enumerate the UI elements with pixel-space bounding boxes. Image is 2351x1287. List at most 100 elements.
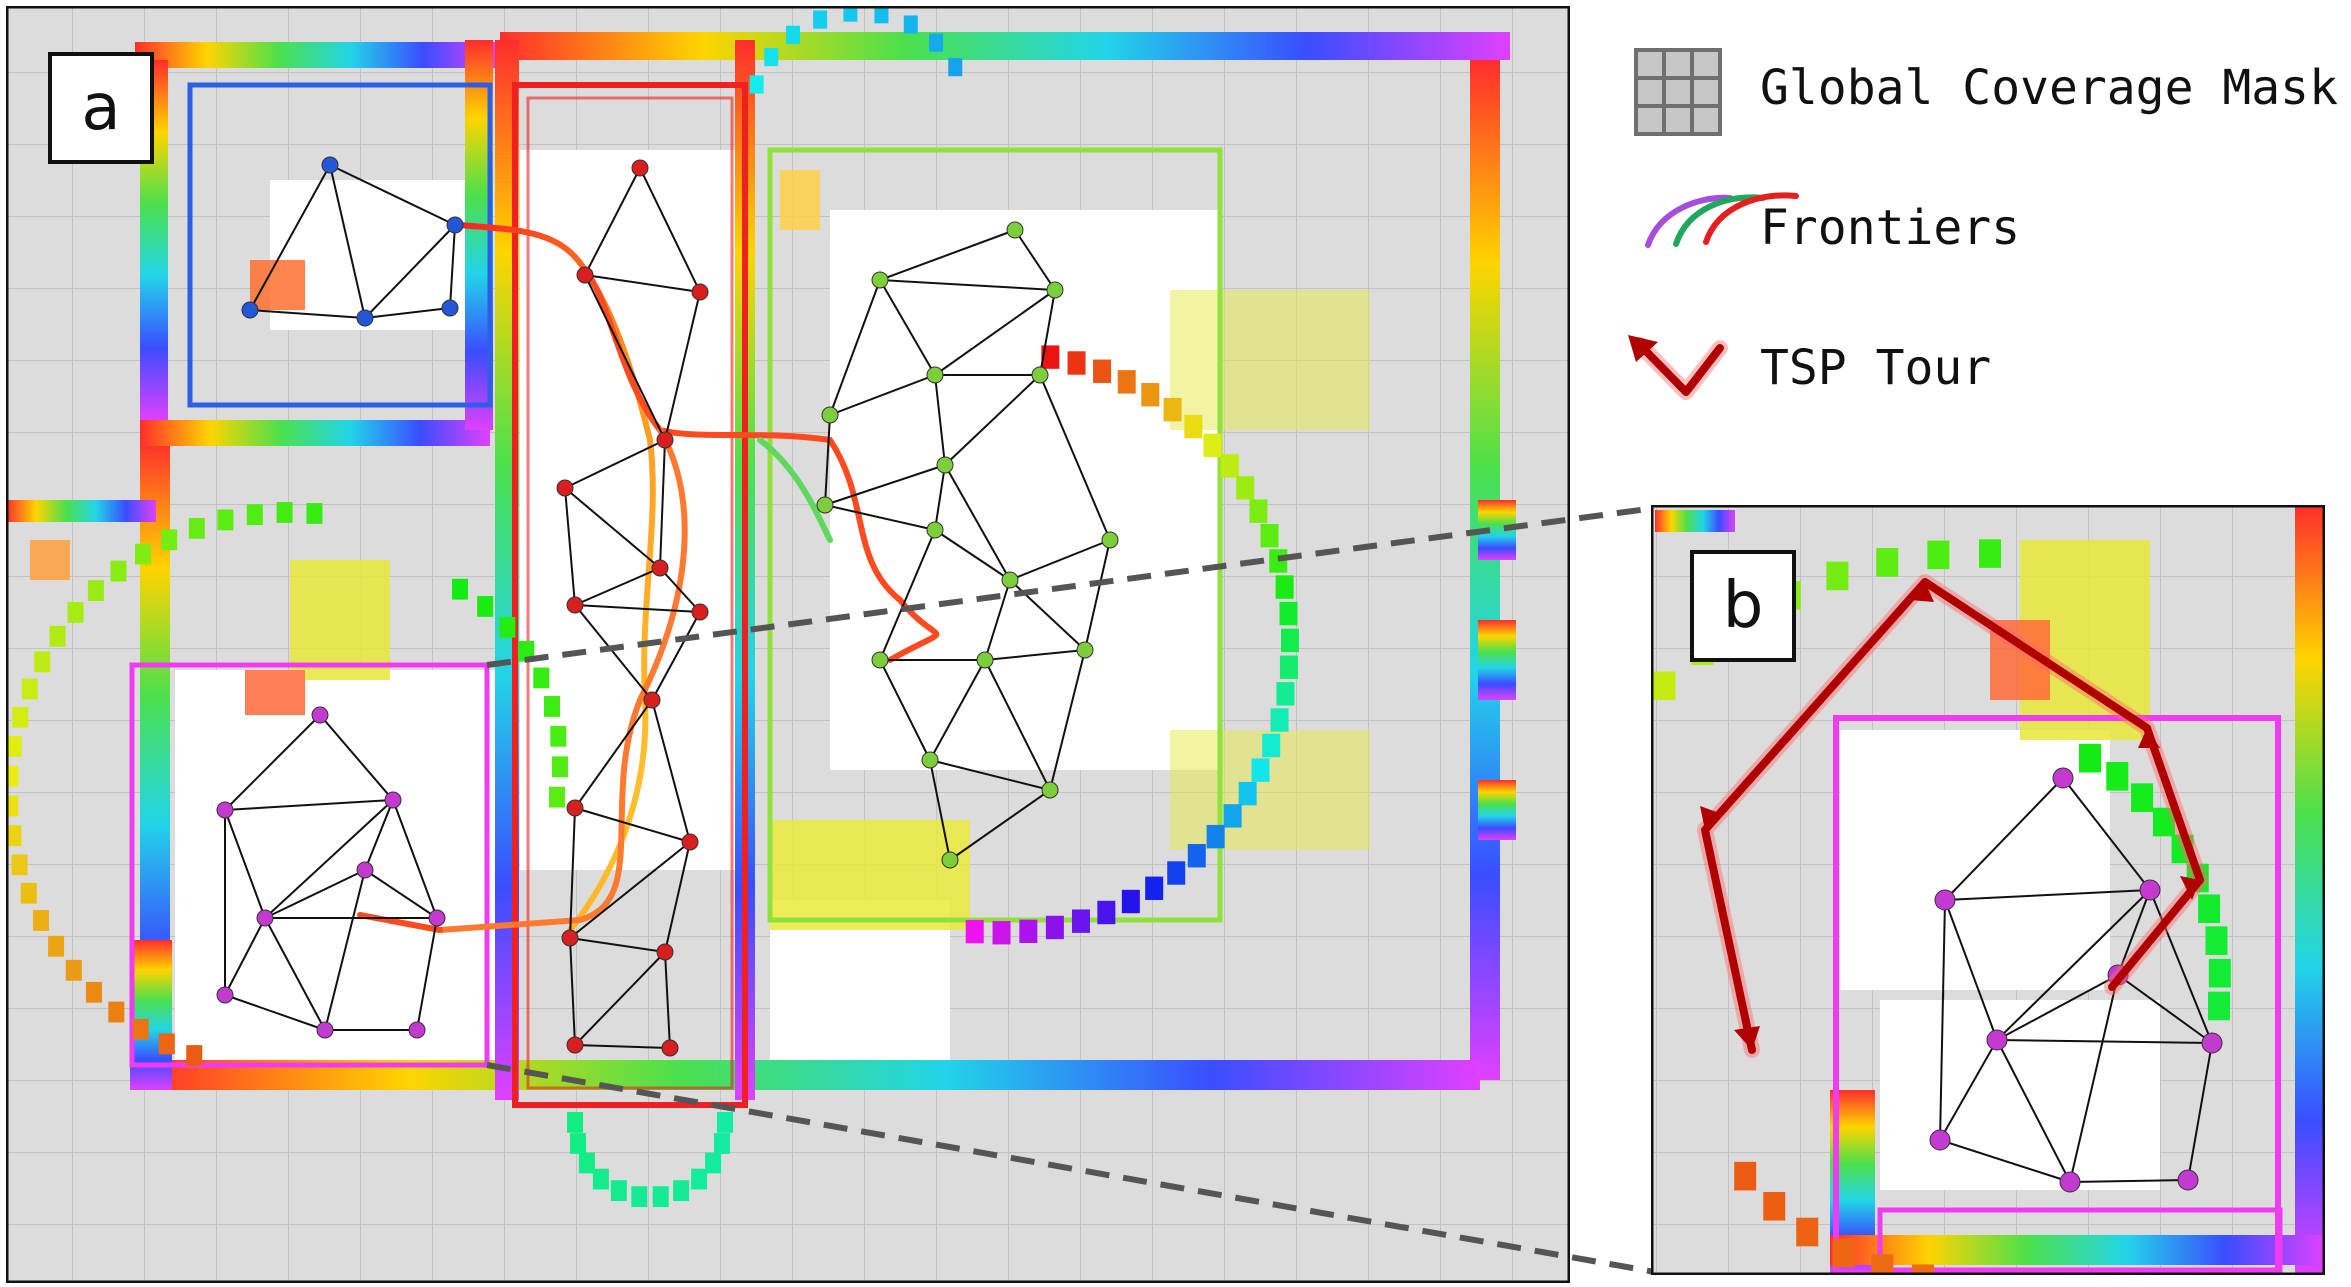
graph-edge [1996, 974, 2119, 1041]
frontier-block [67, 602, 84, 623]
graph-node [681, 833, 699, 851]
graph-edge [934, 374, 946, 466]
graph-edge [2149, 889, 2213, 1044]
room-box-magenta [129, 662, 490, 1068]
graph-node [2139, 879, 2161, 901]
graph-edge [2069, 974, 2119, 1183]
graph-node [921, 751, 939, 769]
graph-node [576, 266, 594, 284]
graph-node [356, 309, 374, 327]
graph-node [216, 986, 234, 1004]
frontier-block [705, 1152, 722, 1174]
graph-node [566, 1036, 584, 1054]
frontier-block [2205, 926, 2228, 955]
frontier-block [965, 919, 984, 944]
graph-node [1031, 366, 1049, 384]
graph-node [1041, 781, 1059, 799]
graph-edge [1939, 1139, 2071, 1183]
graph-node [651, 559, 669, 577]
graph-edge [1009, 539, 1111, 581]
graph-edge [392, 799, 438, 919]
graph-node [561, 929, 579, 947]
graph-edge [224, 809, 266, 919]
graph-node [656, 431, 674, 449]
graph-edge [824, 414, 831, 506]
graph-edge [2117, 974, 2213, 1044]
graph-edge [1084, 539, 1111, 651]
frontier-block [1911, 1264, 1934, 1275]
frontier-block [1251, 758, 1270, 782]
frontier-block [843, 6, 858, 22]
frontier-block [1270, 708, 1289, 732]
frontier-block [6, 736, 22, 757]
frontier-block [1979, 539, 2002, 568]
frontier-block [161, 529, 178, 551]
tsp-tour [1697, 574, 2208, 1058]
frontier-block [6, 765, 19, 787]
frontier-arcs-icon [1645, 192, 1799, 248]
frontier-block [929, 33, 944, 52]
graph-node [926, 521, 944, 539]
graph-edge [574, 1044, 671, 1049]
frontier-block [21, 678, 38, 700]
frontier-block [1071, 909, 1090, 933]
frontier-block [132, 1018, 149, 1040]
graph-node [316, 1021, 334, 1039]
graph-edge [984, 649, 1086, 661]
graph-edge [1039, 289, 1056, 376]
graph-edge [664, 291, 701, 441]
graph-edge [584, 167, 641, 276]
graph-node [631, 159, 649, 177]
graph-edge [984, 579, 1011, 661]
graph-edge [2187, 1042, 2213, 1181]
graph-edge [934, 529, 1011, 581]
graph-edge [879, 279, 1056, 291]
graph-node [256, 909, 274, 927]
graph-edge [929, 659, 986, 761]
graph-edge [249, 309, 366, 319]
room-box-green [767, 147, 1223, 923]
graph-edge [651, 699, 691, 843]
graph-edge [264, 917, 326, 1031]
frontier-block [992, 920, 1011, 945]
graph-edge [264, 799, 394, 919]
graph-edge [584, 274, 701, 293]
panel-label-b: b [1690, 550, 1796, 662]
graph-edge [949, 789, 1051, 861]
frontier-block [48, 935, 65, 957]
frontier-block [1067, 351, 1086, 375]
graph-edge [2117, 889, 2151, 976]
frontier-block [1592, 754, 1614, 783]
graph-edge [1996, 1039, 2071, 1183]
graph-edge [449, 224, 456, 309]
graph-edge [569, 807, 576, 939]
frontier-block [186, 1045, 203, 1066]
frontier-block [1826, 561, 1849, 591]
graph-edge [1996, 889, 2151, 1041]
graph-node [1934, 889, 1956, 911]
frontier-block [85, 981, 102, 1003]
graph-node [816, 496, 834, 514]
frontier-block [65, 959, 82, 981]
frontier-block [246, 504, 263, 526]
graph-edge [224, 799, 394, 811]
frontier-block [1236, 476, 1255, 500]
frontier-block [610, 1180, 627, 1202]
graph-edge [1996, 1039, 2213, 1044]
frontier-block [477, 596, 494, 617]
frontier-block [276, 502, 293, 523]
zoom-connectors [486, 505, 1656, 1275]
frontier-block [2131, 783, 2154, 812]
frontier-block [1141, 382, 1160, 407]
graph-edge [879, 229, 1016, 281]
graph-edge [934, 289, 1056, 376]
graph-edge [2062, 777, 2151, 891]
frontier-block [551, 756, 568, 778]
frontier-block [2208, 958, 2231, 988]
covered-regions [175, 150, 1220, 1090]
panel-label-a: a [48, 52, 154, 164]
graph-node [556, 479, 574, 497]
graph-edge [324, 869, 366, 1031]
frontier-block [2198, 894, 2221, 924]
graph-node [241, 301, 259, 319]
